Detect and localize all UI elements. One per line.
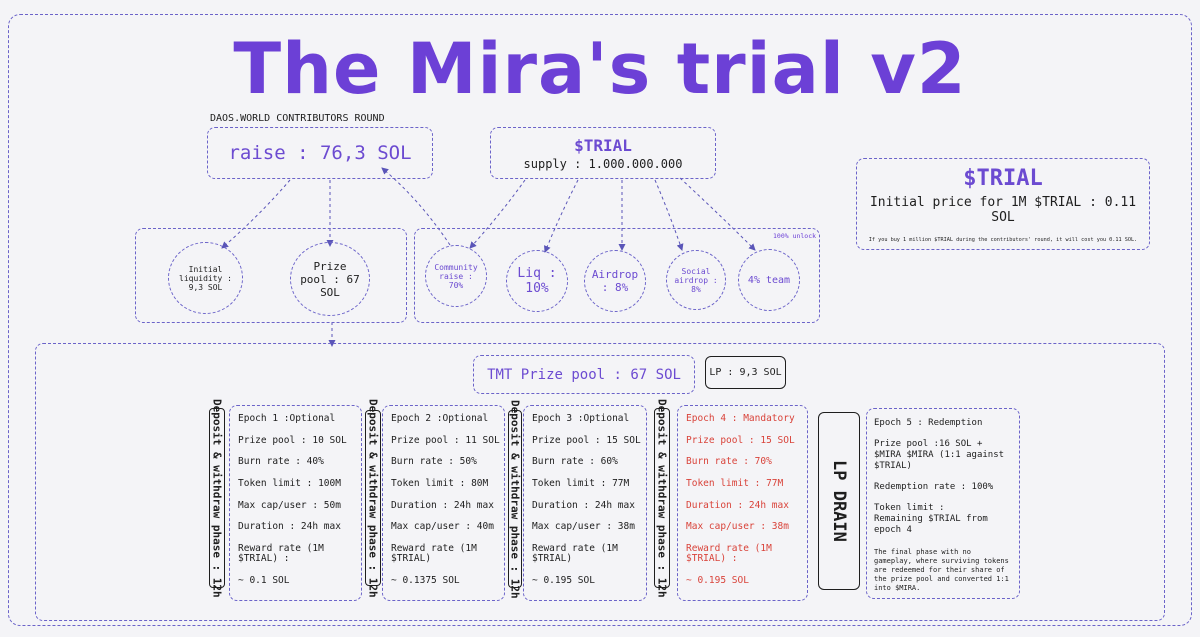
epoch-2-line: Max cap/user : 40m: [391, 521, 494, 533]
epoch-4-line: Epoch 4 : Mandatory: [686, 413, 795, 424]
epoch-5-note: The final phase with no gameplay, where …: [874, 548, 1009, 592]
epoch-5-rate: Redemption rate : 100%: [874, 482, 994, 492]
epoch-1-line: Token limit : 100M: [238, 478, 341, 490]
contributors-heading: DAOS.WORLD CONTRIBUTORS ROUND: [210, 113, 385, 124]
tmt-prize-pool-box: TMT Prize pool : 67 SOL: [473, 355, 695, 394]
deposit-phase-3: Deposit & withdraw phase : 12h: [508, 399, 522, 599]
deposit-phase-2: Deposit & withdraw phase : 12h: [365, 398, 381, 598]
epoch-1-line: Max cap/user : 50m: [238, 499, 341, 511]
epoch-4-line: Token limit : 77M: [686, 478, 784, 490]
price-text: Initial price for 1M $TRIAL : 0.11 SOL: [869, 194, 1137, 225]
diagram-frame: [8, 14, 1192, 626]
epoch-5-title: Epoch 5 : Redemption: [874, 418, 983, 428]
prize-pool-circle: Prize pool : 67 SOL: [290, 242, 370, 316]
team-circle: 4% team: [738, 249, 800, 311]
raise-text: raise : 76,3 SOL: [228, 142, 412, 164]
epoch-1-card: Epoch 1 :Optional Prize pool : 10 SOL Bu…: [229, 405, 362, 601]
epoch-5-limit-value: Remaining $TRIAL from epoch 4: [874, 514, 988, 535]
epoch-5-pool: Prize pool :16 SOL + $MIRA $MIRA (1:1 ag…: [874, 439, 1005, 471]
epoch-3-card: Epoch 3 :Optional Prize pool : 15 SOL Bu…: [523, 405, 647, 601]
price-token-name: $TRIAL: [963, 165, 1043, 191]
epoch-2-card: Epoch 2 :Optional Prize pool : 11 SOL Bu…: [382, 405, 505, 601]
epoch-1-line: Prize pool : 10 SOL: [238, 434, 347, 446]
community-circle: Community raise : 70%: [425, 245, 487, 307]
epoch-3-line: Reward rate (1M $TRIAL): [532, 543, 618, 565]
price-note: If you buy 1 million $TRIAL during the c…: [868, 236, 1138, 243]
token-supply: supply : 1.000.000.000: [523, 156, 683, 171]
lp-label: LP : 9,3 SOL: [709, 367, 782, 378]
unlock-label: 100% unlock: [773, 232, 817, 240]
epoch-3-line: Prize pool : 15 SOL: [532, 434, 641, 446]
epoch-3-line: Burn rate : 60%: [532, 456, 618, 468]
lp-drain-label: LP DRAIN: [829, 460, 849, 542]
token-box: $TRIAL supply : 1.000.000.000: [490, 127, 716, 179]
deposit-phase-1: Deposit & withdraw phase : 12h: [209, 398, 225, 598]
team-label: 4% team: [747, 274, 791, 286]
airdrop-label: Airdrop : 8%: [591, 268, 639, 294]
price-box: $TRIAL Initial price for 1M $TRIAL : 0.1…: [856, 158, 1150, 250]
page-title: The Mira's trial v2: [233, 28, 967, 110]
epoch-2-line: ~ 0.1375 SOL: [391, 574, 460, 586]
epoch-4-line: Prize pool : 15 SOL: [686, 434, 795, 446]
raise-split-group: [135, 228, 407, 323]
airdrop-circle: Airdrop : 8%: [584, 250, 646, 312]
epoch-1-line: Burn rate : 40%: [238, 456, 324, 468]
epoch-3-line: Epoch 3 :Optional: [532, 413, 630, 424]
epoch-1-line: Duration : 24h max: [238, 521, 341, 533]
epoch-4-line: Burn rate : 70%: [686, 456, 772, 468]
prize-pool-label: Prize pool : 67 SOL: [300, 259, 360, 299]
epoch-4-line: Duration : 24h max: [686, 499, 789, 511]
epoch-2-line: Burn rate : 50%: [391, 456, 477, 468]
game-phases-group: [35, 343, 1165, 621]
community-label: Community raise : 70%: [434, 262, 478, 290]
deposit-phase-4: Deposit & withdraw phase : 12h: [654, 398, 670, 598]
epoch-1-line: Reward rate (1M $TRIAL) :: [238, 543, 324, 565]
epoch-2-line: Prize pool : 11 SOL: [391, 434, 500, 446]
epoch-2-line: Duration : 24h max: [391, 499, 494, 511]
epoch-4-line: Max cap/user : 38m: [686, 521, 789, 533]
liquidity-circle: Initial liquidity : 9,3 SOL: [168, 242, 243, 314]
epoch-5-limit-label: Token limit :: [874, 503, 945, 513]
epoch-4-line: Reward rate (1M $TRIAL) :: [686, 543, 772, 565]
epoch-3-line: Duration : 24h max: [532, 499, 635, 511]
epoch-3-line: Max cap/user : 38m: [532, 521, 635, 533]
epoch-5-card: Epoch 5 : Redemption Prize pool :16 SOL …: [866, 408, 1020, 599]
lp-box: LP : 9,3 SOL: [705, 356, 786, 389]
token-name: $TRIAL: [574, 135, 632, 155]
epoch-2-line: Epoch 2 :Optional: [391, 413, 489, 424]
epoch-1-line: ~ 0.1 SOL: [238, 574, 290, 586]
epoch-2-line: Token limit : 80M: [391, 478, 489, 490]
epoch-4-line: ~ 0.195 SOL: [686, 574, 749, 586]
social-airdrop-circle: Social airdrop : 8%: [666, 250, 726, 310]
liq-label: Liq : 10%: [517, 266, 557, 296]
lp-drain-box: LP DRAIN: [818, 412, 860, 590]
epoch-2-line: Reward rate (1M $TRIAL): [391, 543, 477, 565]
social-airdrop-label: Social airdrop : 8%: [674, 266, 718, 294]
epoch-1-line: Epoch 1 :Optional: [238, 413, 336, 424]
liquidity-label: Initial liquidity : 9,3 SOL: [179, 264, 232, 292]
epoch-4-card: Epoch 4 : Mandatory Prize pool : 15 SOL …: [677, 405, 808, 601]
allocation-group: [414, 228, 820, 323]
epoch-3-line: Token limit : 77M: [532, 478, 630, 490]
liq-circle: Liq : 10%: [506, 250, 568, 312]
epoch-3-line: ~ 0.195 SOL: [532, 574, 595, 586]
raise-box: raise : 76,3 SOL: [207, 127, 433, 179]
tmt-prize-pool-label: TMT Prize pool : 67 SOL: [487, 366, 681, 383]
